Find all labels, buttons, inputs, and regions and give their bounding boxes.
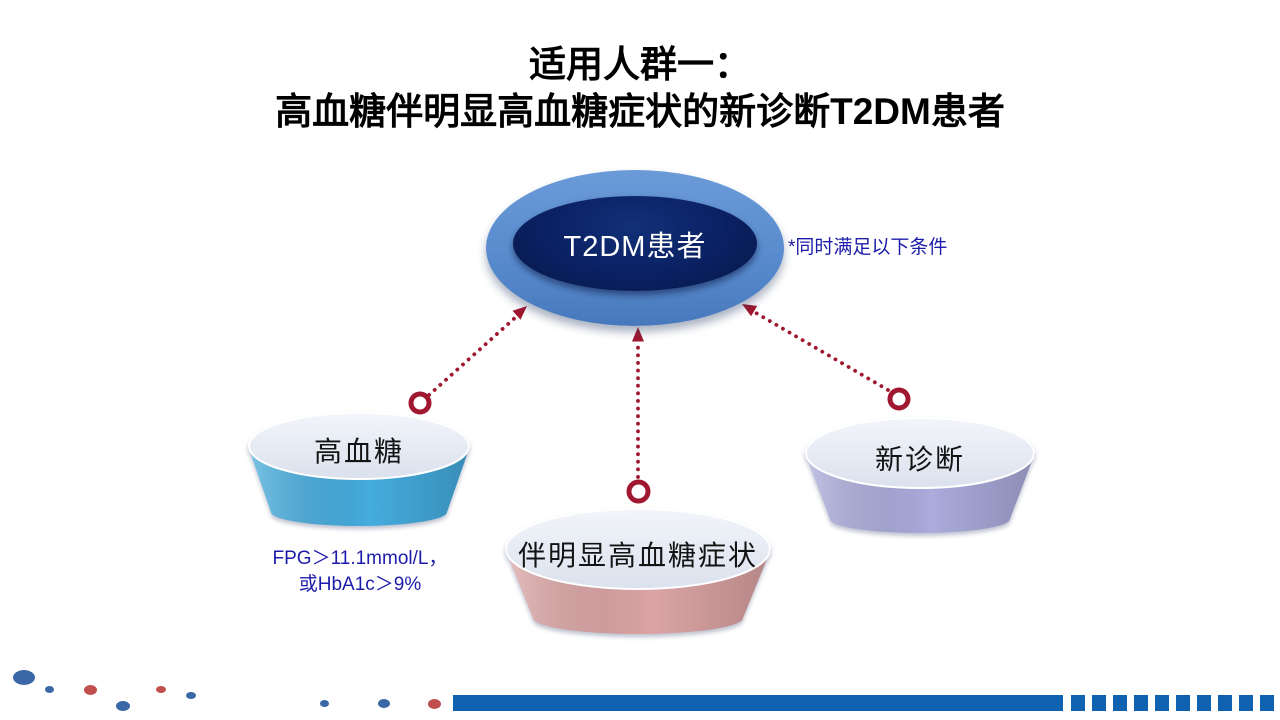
bowl-new-diagnosis-shading [805, 453, 1035, 533]
bowl-new-diagnosis [805, 417, 1035, 533]
bottom-accent-bar [453, 695, 1063, 711]
bowl-symptoms [505, 508, 771, 634]
bowl-hyperglycemia-top [248, 412, 470, 480]
decorative-dot [116, 701, 130, 711]
bowl-symptoms-shading [505, 549, 771, 634]
arrow-left-line [427, 314, 519, 397]
bowl-symptoms-label: 伴明显高血糖症状 [517, 540, 758, 571]
slide-title: 适用人群一： 高血糖伴明显高血糖症状的新诊断T2DM患者 [0, 42, 1280, 136]
arrow-right-line [754, 311, 890, 392]
arrow-right-head [742, 304, 758, 317]
bowl-symptoms-top [505, 508, 771, 590]
decorative-dot [378, 699, 390, 708]
hyperglycemia-caption: FPG＞11.1mmol/L， 或HbA1c＞9% [236, 546, 484, 597]
t2dm-inner-ellipse: T2DM患者 [513, 196, 757, 291]
title-line-1: 适用人群一： [529, 44, 751, 85]
arrow-middle-head [632, 327, 644, 342]
condition-note: *同时满足以下条件 [788, 237, 948, 258]
bowl-hyperglycemia [248, 412, 470, 526]
decorative-dot [45, 686, 54, 693]
decorative-dot [428, 699, 441, 709]
t2dm-label: T2DM患者 [563, 230, 707, 263]
t2dm-outer-ellipse: T2DM患者 [486, 170, 784, 326]
decorative-dot [186, 692, 196, 699]
ring-left [408, 391, 432, 415]
arrow-left-head [512, 306, 527, 320]
decorative-dot [320, 700, 329, 707]
ring-right [887, 387, 911, 411]
bowl-new-diagnosis-top [805, 417, 1035, 489]
caption-line-1: FPG＞11.1mmol/L， [272, 548, 448, 569]
decorative-dot [156, 686, 166, 693]
bowl-new-diagnosis-label: 新诊断 [874, 444, 965, 475]
caption-line-2: 或HbA1c＞9% [298, 573, 422, 595]
decorative-dot [13, 670, 35, 685]
title-line-2: 高血糖伴明显高血糖症状的新诊断T2DM患者 [275, 90, 1005, 132]
bowl-hyperglycemia-shading [248, 446, 470, 526]
bowl-hyperglycemia-label: 高血糖 [313, 436, 404, 467]
ring-middle [626, 479, 651, 504]
decorative-dot [84, 685, 97, 695]
bottom-accent-bar-dashes [1071, 695, 1280, 711]
